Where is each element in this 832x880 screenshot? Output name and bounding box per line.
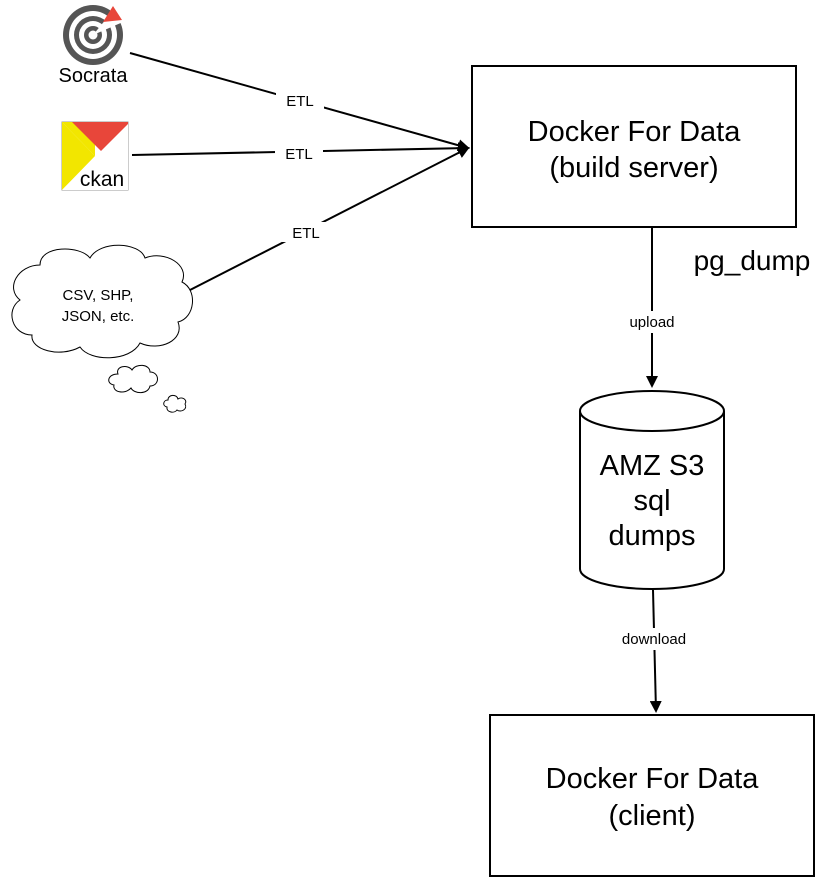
etl-edges: ETL ETL ETL (129, 52, 470, 291)
socrata-icon (63, 5, 123, 65)
upload-label-bg (620, 311, 684, 333)
small-cloud-2 (163, 394, 187, 413)
socrata-label: Socrata (59, 65, 129, 87)
cloud-line-2: JSON, etc. (62, 308, 135, 325)
download-label-bg (612, 628, 696, 650)
client-box (489, 714, 815, 877)
etl-label-3: ETL (292, 225, 320, 242)
upload-label: upload (629, 314, 674, 331)
s3-cylinder-node: AMZ S3 sql dumps (579, 390, 725, 590)
download-edge (649, 589, 662, 713)
client-subtitle: (client) (608, 800, 695, 832)
etl-label-bg-1 (276, 90, 324, 110)
ckan-white-shape (62, 124, 128, 190)
pg-dump-label: pg_dump (694, 245, 811, 276)
etl-label-2: ETL (285, 146, 313, 163)
etl-label-bg-3 (282, 222, 330, 242)
build-server-node: Docker For Data (build server) (471, 65, 797, 228)
ckan-label: ckan (80, 168, 124, 191)
s3-cylinder-top (579, 390, 725, 432)
small-cloud-1 (108, 364, 158, 394)
socrata-accent (103, 6, 122, 22)
build-server-title: Docker For Data (528, 116, 742, 148)
client-node: Docker For Data (client) (489, 714, 815, 877)
socrata-logo: Socrata (59, 5, 129, 87)
s3-cylinder-body (579, 411, 725, 590)
s3-line-3: dumps (608, 520, 695, 552)
cloud-shape (11, 244, 193, 359)
etl-label-1: ETL (286, 93, 314, 110)
data-files-cloud: CSV, SHP, JSON, etc. (11, 244, 193, 413)
cloud-line-1: CSV, SHP, (63, 287, 134, 304)
s3-line-2: sql (633, 485, 670, 517)
ckan-logo: ckan (61, 121, 129, 191)
download-label: download (622, 631, 686, 648)
build-server-box (471, 65, 797, 228)
ckan-yellow-shape-2 (62, 122, 95, 190)
s3-line-1: AMZ S3 (600, 450, 705, 482)
client-title: Docker For Data (546, 763, 760, 795)
build-server-subtitle: (build server) (549, 152, 718, 184)
etl-label-bg-2 (275, 143, 323, 163)
etl-edge-files (189, 147, 470, 291)
